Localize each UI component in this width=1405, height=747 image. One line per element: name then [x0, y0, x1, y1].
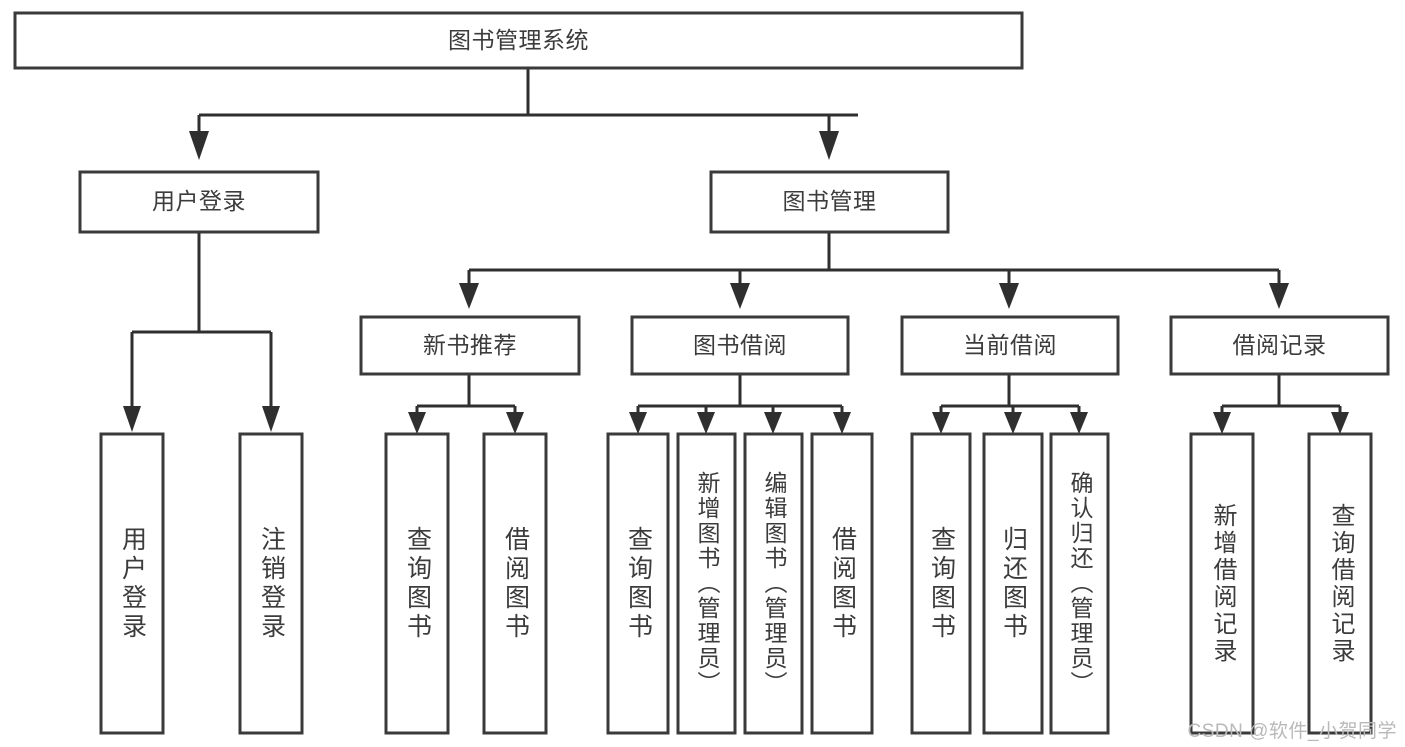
- node-box-user-login[interactable]: [78, 170, 320, 234]
- arrow-head-icon: [189, 131, 209, 160]
- arrow-head-icon: [764, 412, 782, 434]
- arrow-head-icon: [730, 283, 750, 309]
- node-box-leaf[interactable]: [1307, 432, 1373, 735]
- node-box-book-borrow[interactable]: [630, 315, 850, 376]
- edge-group-root: [189, 68, 858, 160]
- node-box-leaf[interactable]: [982, 432, 1044, 735]
- node-box-leaf[interactable]: [1189, 432, 1255, 735]
- node-box-leaf[interactable]: [1049, 432, 1110, 735]
- arrow-head-icon: [1004, 412, 1022, 434]
- node-box-leaf[interactable]: [606, 432, 670, 735]
- node-box-book-management[interactable]: [709, 170, 950, 234]
- edge-group-borrow: [629, 374, 851, 434]
- arrow-head-icon: [408, 412, 426, 434]
- node-box-leaf[interactable]: [99, 432, 165, 735]
- arrow-head-icon: [1213, 412, 1231, 434]
- edge-group-user-login: [123, 232, 280, 432]
- arrow-head-icon: [932, 412, 950, 434]
- arrow-head-icon: [123, 406, 141, 432]
- arrow-head-icon: [819, 131, 839, 160]
- node-box-leaf[interactable]: [810, 432, 874, 735]
- arrow-head-icon: [1070, 412, 1088, 434]
- arrow-head-icon: [999, 283, 1019, 309]
- node-box-leaf[interactable]: [910, 432, 972, 735]
- node-box-current-borrow[interactable]: [900, 315, 1120, 376]
- node-box-leaf[interactable]: [743, 432, 804, 735]
- arrow-head-icon: [697, 412, 715, 434]
- node-box-leaf[interactable]: [676, 432, 737, 735]
- node-box-leaf[interactable]: [384, 432, 450, 735]
- watermark: CSDN @软件_小贺同学: [1187, 721, 1397, 742]
- edge-group-newbook: [408, 374, 524, 434]
- node-box-new-book-recommend[interactable]: [359, 315, 581, 376]
- node-box-root[interactable]: [13, 11, 1024, 70]
- arrow-head-icon: [1331, 412, 1349, 434]
- edge-group-book-mgmt: [459, 232, 1289, 309]
- arrow-head-icon: [1269, 283, 1289, 309]
- node-box-leaf[interactable]: [482, 432, 548, 735]
- arrow-head-icon: [459, 283, 479, 309]
- arrow-head-icon: [262, 406, 280, 432]
- arrow-head-icon: [833, 412, 851, 434]
- node-box-leaf[interactable]: [238, 432, 304, 735]
- edge-group-current: [932, 374, 1088, 434]
- arrow-head-icon: [506, 412, 524, 434]
- edge-group-records: [1213, 374, 1349, 434]
- node-box-borrow-records[interactable]: [1169, 315, 1390, 376]
- arrow-head-icon: [629, 412, 647, 434]
